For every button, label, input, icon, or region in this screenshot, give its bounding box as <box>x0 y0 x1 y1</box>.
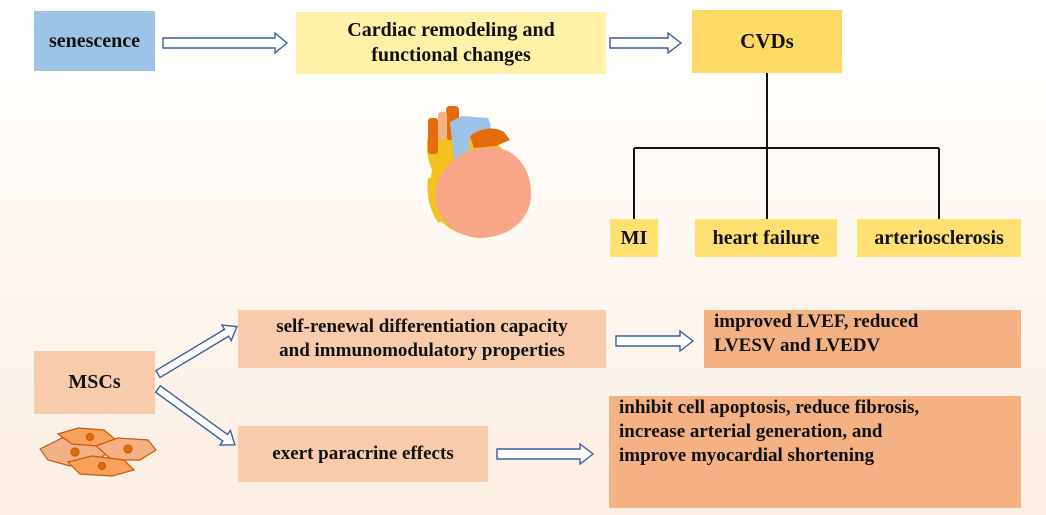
mi-label: MI <box>620 226 648 249</box>
self-renewal-line2: and immunomodulatory properties <box>279 340 565 361</box>
cvds-label: CVDs <box>740 29 794 54</box>
arrow-remodeling-to-cvds <box>609 31 683 55</box>
arteriosclerosis-label: arteriosclerosis <box>874 226 1004 249</box>
inhibit-apoptosis-box: inhibit cell apoptosis, reduce fibrosis,… <box>609 396 1021 508</box>
improved-lvef-line2: LVESV and LVEDV <box>714 334 881 356</box>
arrow-paracrine-to-inhibit <box>496 442 595 466</box>
paracrine-box: exert paracrine effects <box>238 426 488 482</box>
senescence-box: senescence <box>34 11 155 71</box>
paracrine-label: exert paracrine effects <box>272 443 454 465</box>
arrow-senescence-to-remodeling <box>162 31 289 55</box>
self-renewal-box: self-renewal differentiation capacity an… <box>238 310 606 368</box>
self-renewal-line1: self-renewal differentiation capacity <box>276 316 568 338</box>
mscs-box: MSCs <box>34 351 155 414</box>
arrow-mscs-to-self-renewal <box>154 324 238 379</box>
cvds-tree-lines <box>633 73 940 219</box>
mi-box: MI <box>610 219 658 257</box>
cardiac-remodeling-line1: Cardiac remodeling and <box>347 19 555 41</box>
cvds-box: CVDs <box>692 10 842 73</box>
mesenchymal-stem-cells-icon <box>39 427 157 477</box>
improved-lvef-box: improved LVEF, reduced LVESV and LVEDV <box>704 310 1021 368</box>
heart-failure-label: heart failure <box>712 226 820 249</box>
cardiac-remodeling-box: Cardiac remodeling and functional change… <box>296 12 606 74</box>
mscs-label: MSCs <box>68 371 121 393</box>
arrow-mscs-to-paracrine <box>154 384 236 446</box>
heart-failure-box: heart failure <box>695 219 837 257</box>
arteriosclerosis-box: arteriosclerosis <box>857 219 1021 257</box>
heart-illustration-icon <box>426 106 531 238</box>
inhibit-apoptosis-line1: inhibit cell apoptosis, reduce fibrosis, <box>619 397 920 418</box>
improved-lvef-line1: improved LVEF, reduced <box>714 311 919 332</box>
inhibit-apoptosis-line3: improve myocardial shortening <box>619 444 875 466</box>
senescence-label: senescence <box>48 29 141 52</box>
cardiac-remodeling-line2: functional changes <box>371 44 531 66</box>
inhibit-apoptosis-line2: increase arterial generation, and <box>619 420 883 442</box>
arrow-self-renewal-to-improved <box>615 329 695 353</box>
